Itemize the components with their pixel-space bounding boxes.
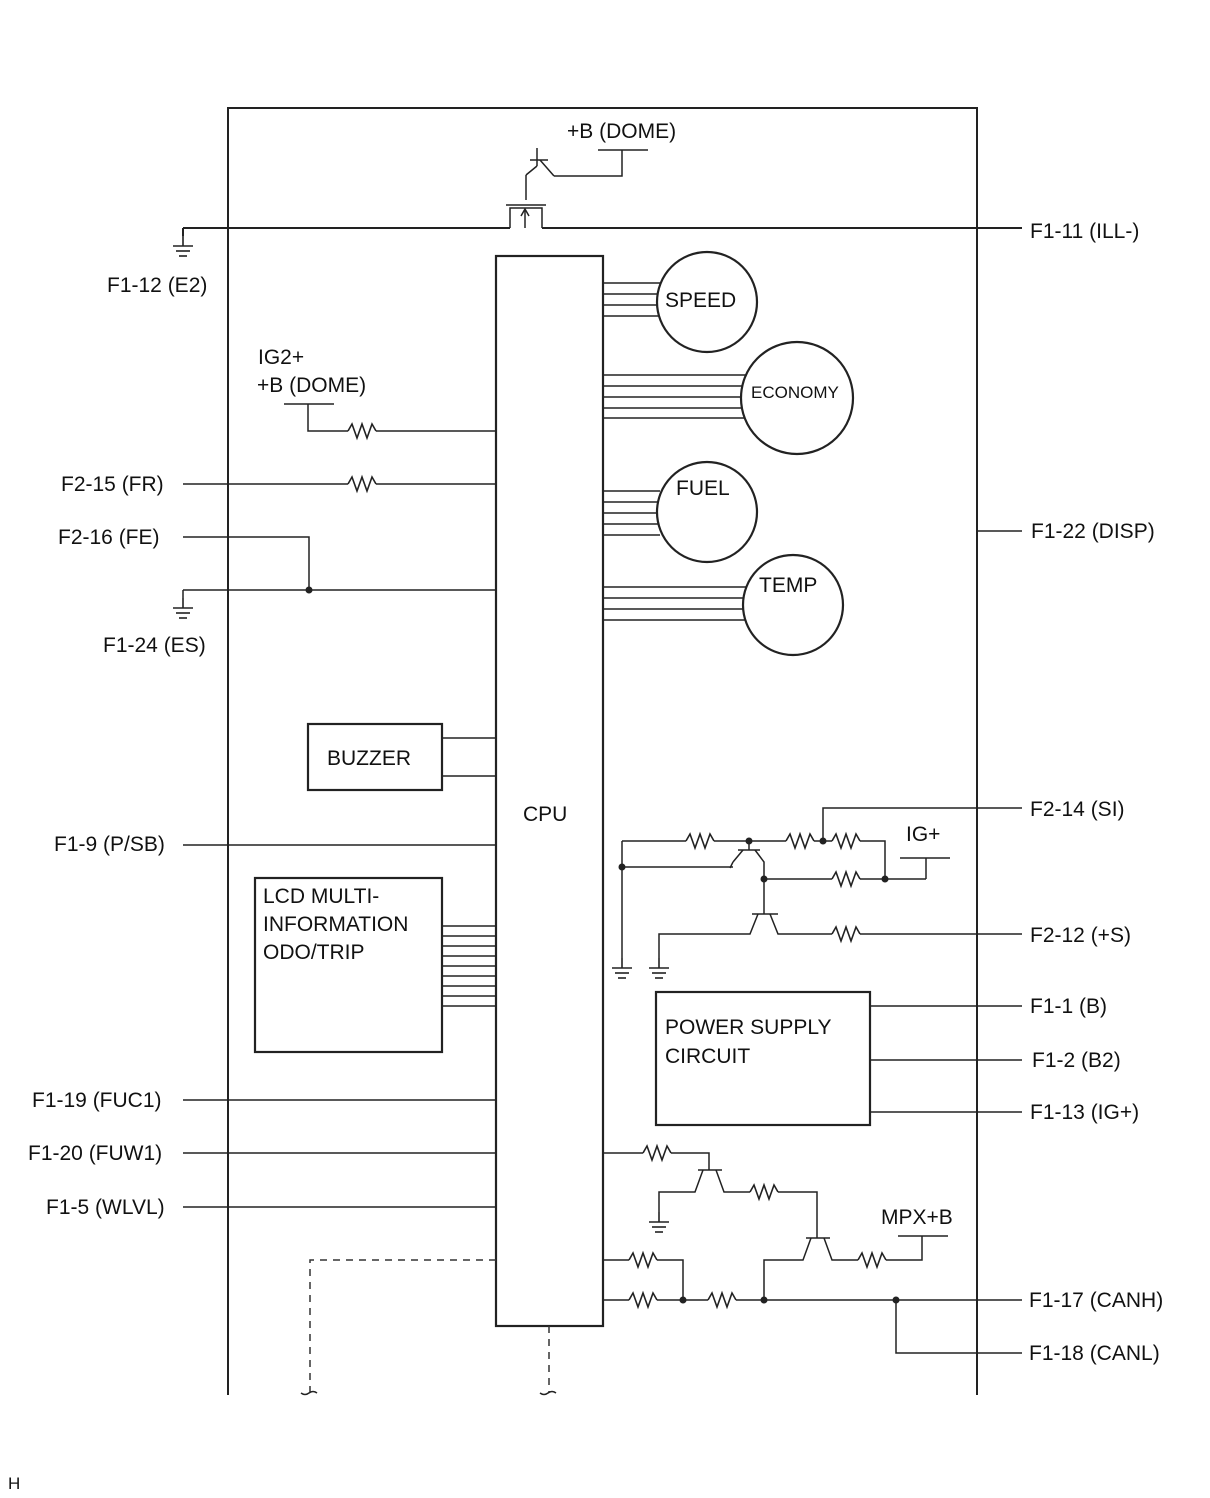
pin-label-f1-20: F1-20 (FUW1) [28,1142,162,1165]
pin-label-f1-19: F1-19 (FUC1) [32,1089,162,1112]
pin-label-f2-15: F2-15 (FR) [61,473,164,496]
pin-label-f2-16: F2-16 (FE) [58,526,160,549]
ground-icon [172,235,194,257]
ig2-input-circuit [284,403,496,439]
illumination-circuit [172,148,1022,257]
gauge-label-speed: SPEED [665,289,736,312]
pin-label-f1-17: F1-17 (CANH) [1029,1289,1163,1312]
temp-gauge [603,553,845,657]
pin-label-f1-1: F1-1 (B) [1030,995,1107,1018]
pin-label-f2-14: F2-14 (SI) [1030,798,1125,821]
cpu-block [494,254,605,1328]
fr-line [183,476,496,492]
buzzer-block [306,722,496,792]
cpu-label: CPU [523,803,567,826]
buzzer-label: BUZZER [327,747,411,770]
pin-label-f1-2: F1-2 (B2) [1032,1049,1121,1072]
pin-label-f1-12: F1-12 (E2) [107,274,207,297]
supply-label-b-dome-left: +B (DOME) [257,374,366,397]
fuel-gauge [603,460,759,564]
supply-label-mpx: MPX+B [881,1206,953,1229]
ground-icon [172,597,194,619]
meter-housing [227,107,978,1395]
fe-es-lines [172,536,496,619]
can-circuit [603,1145,1022,1354]
ground-icon [611,957,633,979]
lcd-label-line-1: LCD MULTI- [263,885,379,908]
pin-label-f1-11: F1-11 (ILL-) [1030,220,1139,243]
ground-icon [648,957,670,979]
footer-label: H [8,1474,20,1493]
speed-gauge [603,250,759,354]
power-label-line-1: POWER SUPPLY [665,1016,831,1039]
supply-label-ig-plus: IG+ [906,823,940,846]
pin-label-f1-18: F1-18 (CANL) [1029,1342,1160,1365]
pin-label-f1-9: F1-9 (P/SB) [54,833,165,856]
supply-label-ig2: IG2+ [258,346,304,369]
supply-label-b-dome-top: +B (DOME) [567,120,676,143]
pin-label-f1-5: F1-5 (WLVL) [46,1196,165,1219]
speed-signal-circuit [611,807,1022,979]
pin-label-f1-22: F1-22 (DISP) [1031,520,1155,543]
power-supply-block [654,990,1022,1127]
dashed-continuation [300,1259,557,1396]
pin-label-f1-24: F1-24 (ES) [103,634,206,657]
gauge-label-temp: TEMP [759,574,817,597]
pin-label-f2-12: F2-12 (+S) [1030,924,1131,947]
gauge-label-fuel: FUEL [676,477,730,500]
power-label-line-2: CIRCUIT [665,1045,750,1068]
lcd-label-line-2: INFORMATION [263,913,408,936]
economy-gauge [603,340,855,456]
lcd-label-line-3: ODO/TRIP [263,941,365,964]
lcd-block [253,876,496,1054]
ground-icon [648,1211,670,1233]
gauge-label-economy: ECONOMY [751,383,839,402]
pin-label-f1-13: F1-13 (IG+) [1030,1101,1139,1124]
